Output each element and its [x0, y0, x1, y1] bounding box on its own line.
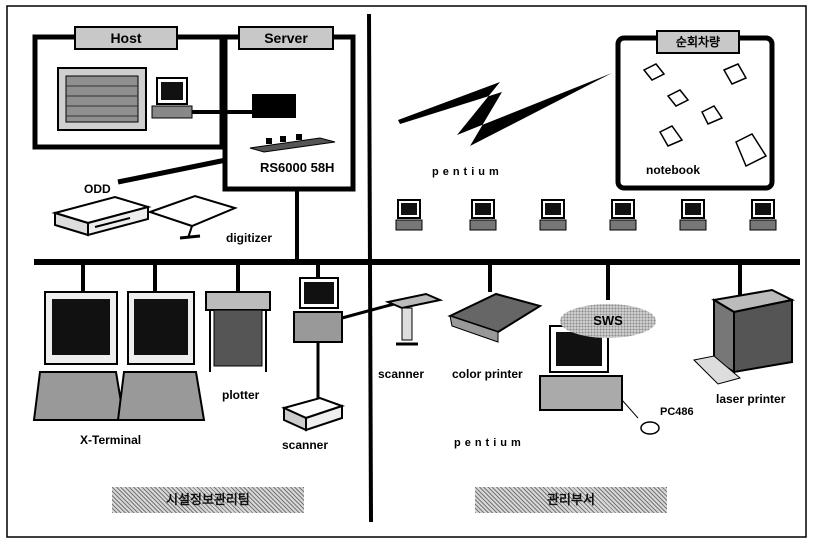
plotter-icon: [206, 292, 270, 372]
mainframe-icon: [58, 68, 146, 130]
dept-left-banner: 시설정보관리팀: [112, 487, 304, 513]
plotter-label: plotter: [222, 388, 259, 402]
sws-workstation-icon: [540, 326, 622, 410]
scanner-lower-label: scanner: [282, 438, 328, 452]
workstation-icon: [294, 278, 342, 342]
color-printer-icon: [450, 294, 540, 342]
pentium-top-label: pentium: [432, 166, 503, 178]
scanner-mid-icon: [388, 294, 440, 344]
wireless-link-icon: [398, 73, 612, 146]
odd-drive-icon: [55, 197, 148, 235]
notebook-icons: [644, 64, 766, 166]
server-unit-icon: [252, 94, 296, 118]
host-console-icon: [152, 78, 192, 118]
server-rack-icon: [250, 134, 335, 152]
pc486-label: PC486: [660, 406, 694, 418]
scanner-mid-label: scanner: [378, 367, 424, 381]
odd-label: ODD: [84, 182, 111, 196]
pentium-bottom-label: pentium: [454, 437, 525, 449]
dept-right-banner: 관리부서: [475, 487, 667, 513]
mouse-icon: [641, 422, 659, 434]
color-printer-label: color printer: [452, 367, 523, 381]
notebook-label: notebook: [646, 163, 700, 177]
x-terminal-label: X-Terminal: [80, 433, 141, 447]
laser-printer-icon: [694, 290, 792, 384]
host-title: Host: [74, 26, 178, 50]
sws-label: SWS: [560, 304, 656, 338]
mobile-title: 순회차량: [656, 30, 740, 54]
laser-printer-label: laser printer: [716, 392, 785, 406]
divider-line: [369, 14, 371, 522]
server-model-label: RS6000 58H: [260, 160, 334, 175]
digitizer-label: digitizer: [226, 231, 272, 245]
x-terminal-icons: [34, 292, 204, 420]
pentium-pcs-top: [396, 200, 776, 230]
server-title: Server: [238, 26, 334, 50]
scanner-lower-icon: [284, 398, 342, 430]
digitizer-icon: [150, 196, 235, 238]
